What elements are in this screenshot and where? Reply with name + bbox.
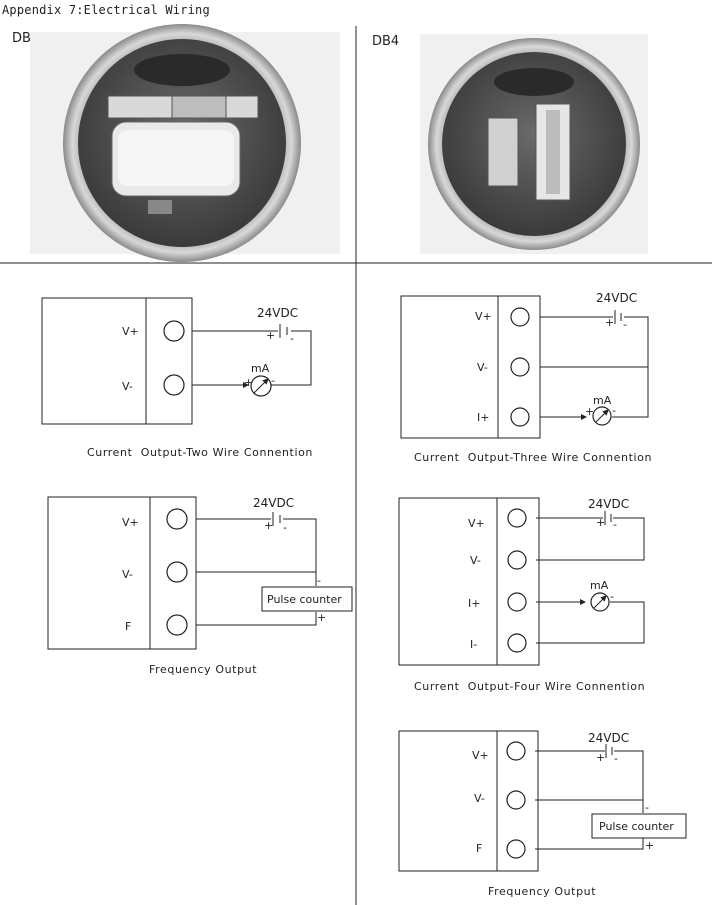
terminal-label-v-plus: V+ (472, 749, 489, 762)
supply-minus: - (283, 521, 287, 534)
supply-plus: + (596, 751, 605, 764)
terminal-f (166, 614, 188, 636)
counter-minus: - (645, 801, 649, 814)
pulse-counter-label: Pulse counter (599, 820, 674, 833)
ammeter-minus: - (612, 404, 616, 417)
frequency-diagram-left: V+ V- F 24VDC + - Pulse counter - + (47, 496, 353, 650)
counter-plus: + (645, 839, 654, 852)
supply-label: 24VDC (588, 497, 629, 511)
terminal-i-plus (507, 592, 527, 612)
four-wire-diagram: V+ V- I+ I- 24VDC + - mA - (398, 497, 645, 666)
terminal-v-plus (510, 307, 530, 327)
supply-label: 24VDC (257, 306, 298, 320)
three-wire-diagram: V+ V- I+ 24VDC + - mA + - (400, 291, 649, 439)
terminal-label-i-plus: I+ (477, 411, 489, 424)
ammeter-minus: - (271, 374, 275, 387)
terminal-v-plus (163, 320, 185, 342)
terminal-f-upper (166, 561, 188, 583)
ammeter-label: mA (590, 579, 609, 592)
supply-label: 24VDC (253, 496, 294, 510)
pulse-counter-box (591, 813, 687, 839)
terminal-label-i-minus: I- (470, 638, 477, 651)
terminal-label-v-minus: V- (470, 554, 481, 567)
terminal-v-plus (506, 741, 526, 761)
terminal-i-plus (510, 407, 530, 427)
terminal-label-v-plus: V+ (475, 310, 492, 323)
supply-minus: - (623, 318, 627, 331)
caption-frequency-right: Frequency Output (488, 885, 596, 898)
terminal-label-i-plus: I+ (468, 597, 480, 610)
terminal-v-minus (507, 550, 527, 570)
caption-three-wire: Current Output-Three Wire Connention (414, 451, 652, 464)
terminal-label-v-minus: V- (474, 792, 485, 805)
counter-minus: - (317, 574, 321, 587)
terminal-v-minus (510, 357, 530, 377)
terminal-label-v-plus: V+ (122, 516, 139, 529)
supply-label: 24VDC (588, 731, 629, 745)
caption-four-wire: Current Output-Four Wire Connention (414, 680, 645, 693)
db4-photo (420, 34, 648, 254)
terminal-v-plus (166, 508, 188, 530)
pulse-counter-box (261, 586, 353, 612)
terminal-i-minus (507, 633, 527, 653)
ammeter-label: mA (593, 394, 612, 407)
terminal-label-v-plus: V+ (468, 517, 485, 530)
caption-frequency-left: Frequency Output (149, 663, 257, 676)
supply-plus: + (605, 316, 614, 329)
supply-minus: - (614, 752, 618, 765)
ammeter-label: mA (251, 362, 270, 375)
two-wire-diagram: V+ V- 24VDC + - mA + - (41, 297, 312, 425)
terminal-label-v-minus: V- (122, 568, 133, 581)
terminal-label-f: F (125, 620, 131, 633)
page-title: Appendix 7:Electrical Wiring (2, 3, 210, 17)
supply-plus: + (264, 519, 273, 532)
frequency-diagram-right: V+ V- F 24VDC + - Pulse counter - + (398, 730, 687, 872)
supply-minus: - (613, 518, 617, 531)
caption-two-wire: Current Output-Two Wire Connention (87, 446, 313, 459)
supply-plus: + (596, 516, 605, 529)
supply-minus: - (290, 332, 294, 345)
terminal-label-v-minus: V- (477, 361, 488, 374)
pulse-counter-label: Pulse counter (267, 593, 342, 606)
terminal-v-minus (163, 374, 185, 396)
db3-photo (30, 24, 340, 262)
terminal-v-plus (507, 508, 527, 528)
terminal-f (506, 839, 526, 859)
ammeter-minus: - (610, 590, 614, 603)
terminal-f-upper (506, 790, 526, 810)
transmitter-box (41, 297, 193, 425)
supply-plus: + (266, 329, 275, 342)
terminal-label-v-plus: V+ (122, 325, 139, 338)
supply-label: 24VDC (596, 291, 637, 305)
db4-label: DB4 (372, 34, 399, 49)
counter-plus: + (317, 611, 326, 624)
terminal-label-v-minus: V- (122, 380, 133, 393)
ammeter-plus: + (244, 376, 253, 389)
terminal-label-f: F (476, 842, 482, 855)
ammeter-plus: + (585, 405, 594, 418)
